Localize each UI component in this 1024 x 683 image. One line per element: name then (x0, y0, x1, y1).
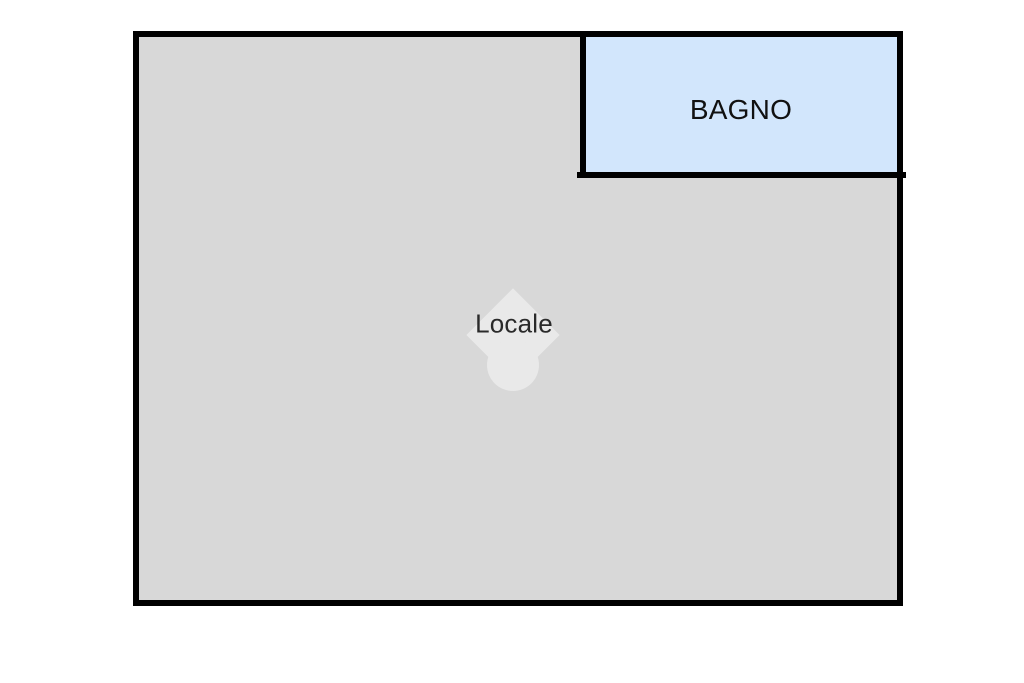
watermark-logo (466, 288, 560, 391)
wall-group (133, 31, 906, 606)
wall-exterior-perimeter (133, 31, 903, 606)
watermark-circle-icon (487, 339, 539, 391)
room-shape-bagno[interactable] (583, 34, 900, 175)
